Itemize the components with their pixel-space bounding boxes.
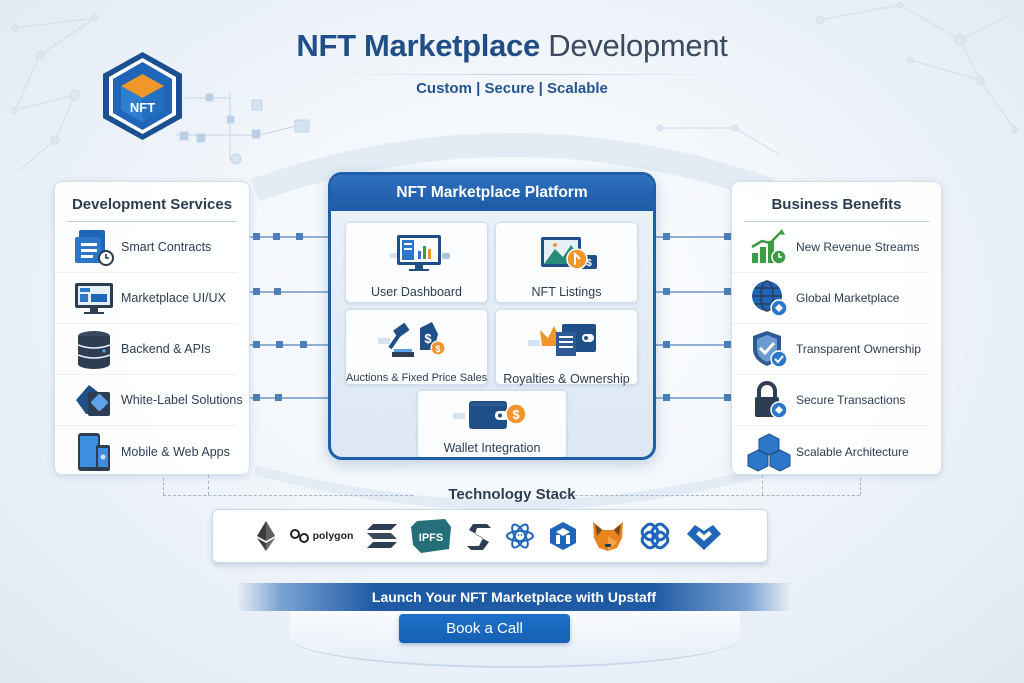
wallet-icon: $ xyxy=(418,391,566,435)
service-mobile-web[interactable]: Mobile & Web Apps xyxy=(55,426,237,477)
svg-text:$: $ xyxy=(512,407,520,422)
cubes-icon xyxy=(746,432,792,472)
service-marketplace-ui[interactable]: Marketplace UI/UX xyxy=(55,273,237,324)
platform-title: NFT Marketplace Platform xyxy=(331,175,653,211)
card-user-dashboard[interactable]: User Dashboard xyxy=(345,222,488,303)
svg-text:$: $ xyxy=(586,258,592,269)
panel-title: Business Benefits xyxy=(744,182,929,222)
white-label-icon xyxy=(71,380,117,420)
globe-icon xyxy=(746,278,792,318)
benefit-revenue[interactable]: New Revenue Streams xyxy=(732,222,929,273)
subtitle: Custom | Secure | Scalable xyxy=(416,80,608,97)
benefit-label: Secure Transactions xyxy=(796,393,906,407)
dashed-vertical-right xyxy=(762,475,763,495)
tech-stack-title: Technology Stack xyxy=(448,486,576,503)
card-royalties[interactable]: Royalties & Ownership xyxy=(495,309,638,386)
dashed-line-right xyxy=(560,495,860,496)
benefit-ownership[interactable]: Transparent Ownership xyxy=(732,324,929,375)
knot-logo-icon xyxy=(639,518,671,554)
svg-text:NFT: NFT xyxy=(130,100,155,115)
dashed-vertical-left-2 xyxy=(208,475,209,495)
cta-banner: Launch Your NFT Marketplace with Upstaff xyxy=(236,583,792,611)
dashed-line-left xyxy=(163,495,413,496)
card-nft-listings[interactable]: $ NFT Listings xyxy=(495,222,638,303)
tech-stack-bar: polygon IPFS xyxy=(212,509,768,563)
service-white-label[interactable]: White-Label Solutions xyxy=(55,375,243,426)
react-icon xyxy=(505,518,535,554)
book-a-call-button[interactable]: Book a Call xyxy=(399,614,570,643)
listings-icon: $ xyxy=(496,223,637,277)
development-services-panel: Development Services Smart Contracts Mar… xyxy=(54,181,250,475)
marketplace-platform: NFT Marketplace Platform User Dashboard … xyxy=(328,172,656,460)
benefit-global[interactable]: Global Marketplace xyxy=(732,273,929,324)
service-smart-contracts[interactable]: Smart Contracts xyxy=(55,222,237,273)
service-backend-apis[interactable]: Backend & APIs xyxy=(55,324,237,375)
benefit-label: Transparent Ownership xyxy=(796,342,921,356)
service-label: White-Label Solutions xyxy=(121,393,243,407)
card-auctions[interactable]: $$ Auctions & Fixed Price Sales xyxy=(345,309,488,385)
dashed-vertical-left xyxy=(163,478,164,495)
benefit-scalable[interactable]: Scalable Architecture xyxy=(732,426,929,477)
mobile-icon xyxy=(71,432,117,472)
service-label: Mobile & Web Apps xyxy=(121,444,230,459)
benefit-label: New Revenue Streams xyxy=(796,240,920,254)
service-label: Marketplace UI/UX xyxy=(121,291,226,305)
s-logo-icon xyxy=(465,518,492,554)
dashboard-icon xyxy=(346,223,487,277)
title-bold: NFT Marketplace xyxy=(296,28,540,63)
crown-icon xyxy=(496,310,637,364)
card-label: User Dashboard xyxy=(370,285,462,299)
polygon-label: polygon xyxy=(312,530,354,542)
nft-logo: NFT xyxy=(103,52,182,140)
heart-logo-icon xyxy=(685,518,723,554)
benefit-label: Global Marketplace xyxy=(796,291,900,305)
cube-logo-icon xyxy=(549,518,577,554)
service-label: Smart Contracts xyxy=(121,240,212,254)
svg-text:$: $ xyxy=(424,331,432,346)
polygon-icon: polygon xyxy=(289,518,354,554)
svg-text:IPFS: IPFS xyxy=(419,532,443,544)
growth-chart-icon xyxy=(746,227,792,267)
lock-icon xyxy=(746,380,792,420)
solana-icon xyxy=(367,518,398,554)
ipfs-icon: IPFS xyxy=(411,518,452,554)
card-label: NFT Listings xyxy=(531,285,602,299)
card-wallet-integration[interactable]: $ Wallet Integration xyxy=(417,390,567,457)
title-light: Development xyxy=(548,28,728,63)
database-icon xyxy=(71,329,117,369)
benefit-secure[interactable]: Secure Transactions xyxy=(732,375,929,426)
card-label: Wallet Integration xyxy=(443,441,541,455)
ethereum-icon xyxy=(256,518,275,554)
title-divider xyxy=(330,74,730,75)
card-label: Royalties & Ownership xyxy=(503,372,630,386)
auction-icon: $$ xyxy=(346,310,487,364)
panel-title: Development Services xyxy=(67,182,237,222)
benefit-label: Scalable Architecture xyxy=(796,444,909,459)
smart-contract-icon xyxy=(71,227,117,267)
business-benefits-panel: Business Benefits New Revenue Streams Gl… xyxy=(731,181,942,475)
card-label: Auctions & Fixed Price Sales xyxy=(346,372,488,384)
dashed-vertical-right-2 xyxy=(860,478,861,495)
metamask-icon xyxy=(591,518,625,554)
page-title: NFT Marketplace Development xyxy=(0,28,1024,64)
shield-check-icon xyxy=(746,329,792,369)
svg-text:$: $ xyxy=(435,344,440,354)
monitor-icon xyxy=(71,278,117,318)
service-label: Backend & APIs xyxy=(121,342,211,356)
